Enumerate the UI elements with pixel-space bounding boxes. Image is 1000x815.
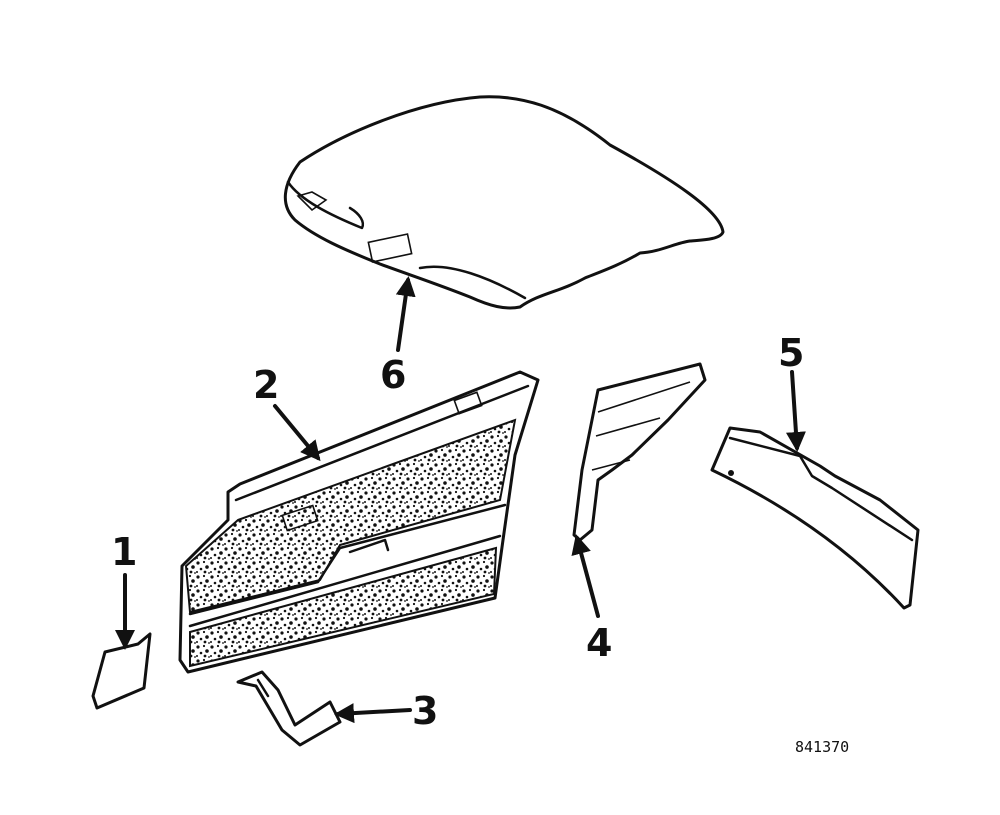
leader-5 xyxy=(785,370,806,452)
callout-leaders xyxy=(115,276,806,724)
quarter-trim-panel-part xyxy=(572,362,707,542)
callout-5: 5 xyxy=(778,331,804,375)
leader-6 xyxy=(395,276,416,352)
callout-4: 4 xyxy=(586,621,612,665)
bracket-1-part xyxy=(91,632,152,710)
leader-4 xyxy=(571,534,600,618)
armrest-bracket-part xyxy=(236,670,342,747)
leader-3 xyxy=(334,703,412,724)
callout-1: 1 xyxy=(111,530,137,574)
headliner-part xyxy=(283,95,725,310)
rear-trim-panel-part xyxy=(710,426,920,610)
callout-3: 3 xyxy=(412,689,438,733)
leader-2 xyxy=(273,404,321,462)
door-trim-panel-part xyxy=(178,370,540,674)
callout-2: 2 xyxy=(253,363,279,407)
callout-6: 6 xyxy=(380,353,406,397)
drawing-code: 841370 xyxy=(795,738,849,756)
